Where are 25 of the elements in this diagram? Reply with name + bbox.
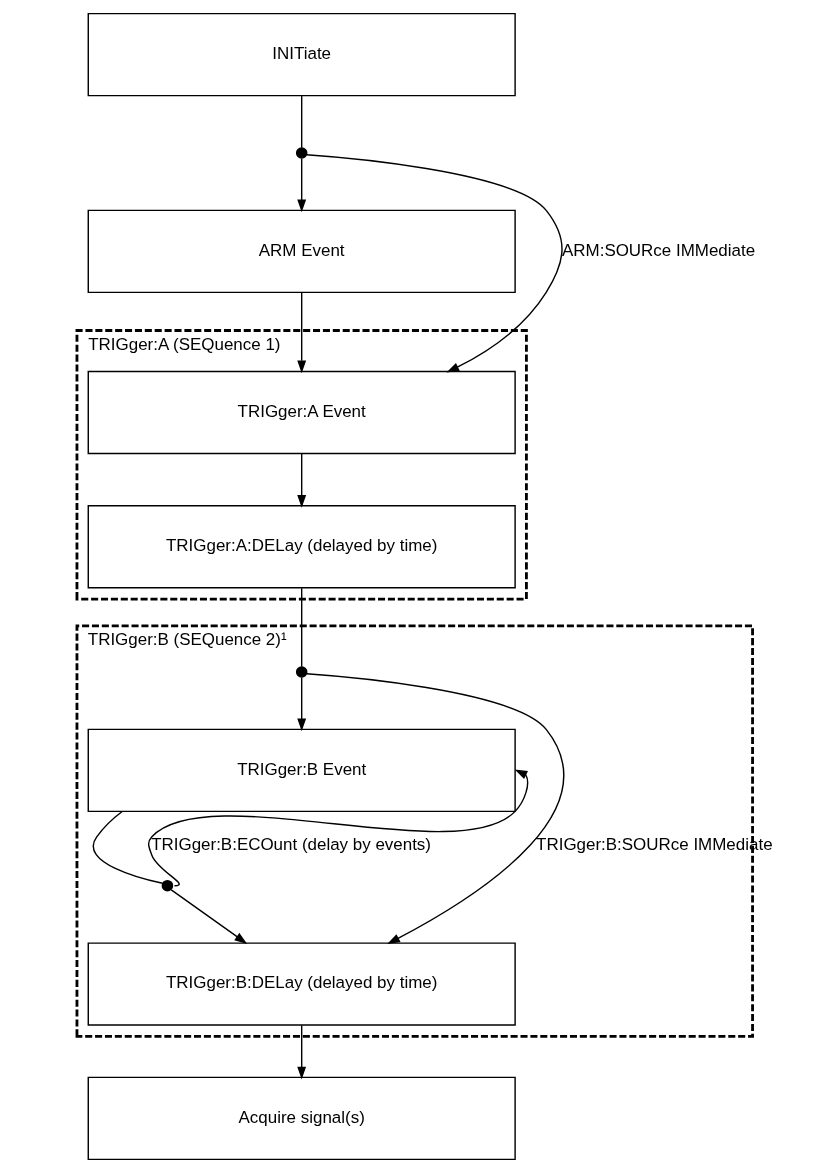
arrow: [296, 292, 306, 374]
connector: [300, 587, 302, 668]
edge-label: TRIGger:B:SOURce IMMediate: [535, 835, 773, 855]
edge-label: TRIGger:B:ECOunt (delay by events): [150, 835, 431, 855]
node-box: Acquire signal(s): [87, 1076, 516, 1161]
arrow: [296, 1024, 306, 1080]
arrow: [296, 453, 306, 508]
connector: [300, 95, 302, 149]
arrow: [170, 889, 247, 944]
arrow: [305, 673, 564, 944]
edge-label: ARM:SOURce IMMediate: [561, 240, 755, 260]
arrow: [296, 676, 306, 732]
node-box: TRIGger:A Event: [87, 370, 516, 455]
connector: [92, 810, 163, 884]
node-circle: [295, 666, 307, 678]
arrow: [296, 157, 306, 213]
node-circle: [161, 879, 173, 892]
node-box: TRIGger:B Event: [87, 728, 516, 813]
arrow: [305, 154, 563, 373]
node-box: TRIGger:B:DELay (delayed by time): [87, 942, 516, 1026]
node-box: INITiate: [87, 12, 516, 97]
node-box: ARM Event: [87, 209, 516, 294]
node-circle: [295, 147, 307, 159]
node-box: TRIGger:A:DELay (delayed by time): [87, 505, 516, 589]
arrow: [147, 769, 528, 887]
